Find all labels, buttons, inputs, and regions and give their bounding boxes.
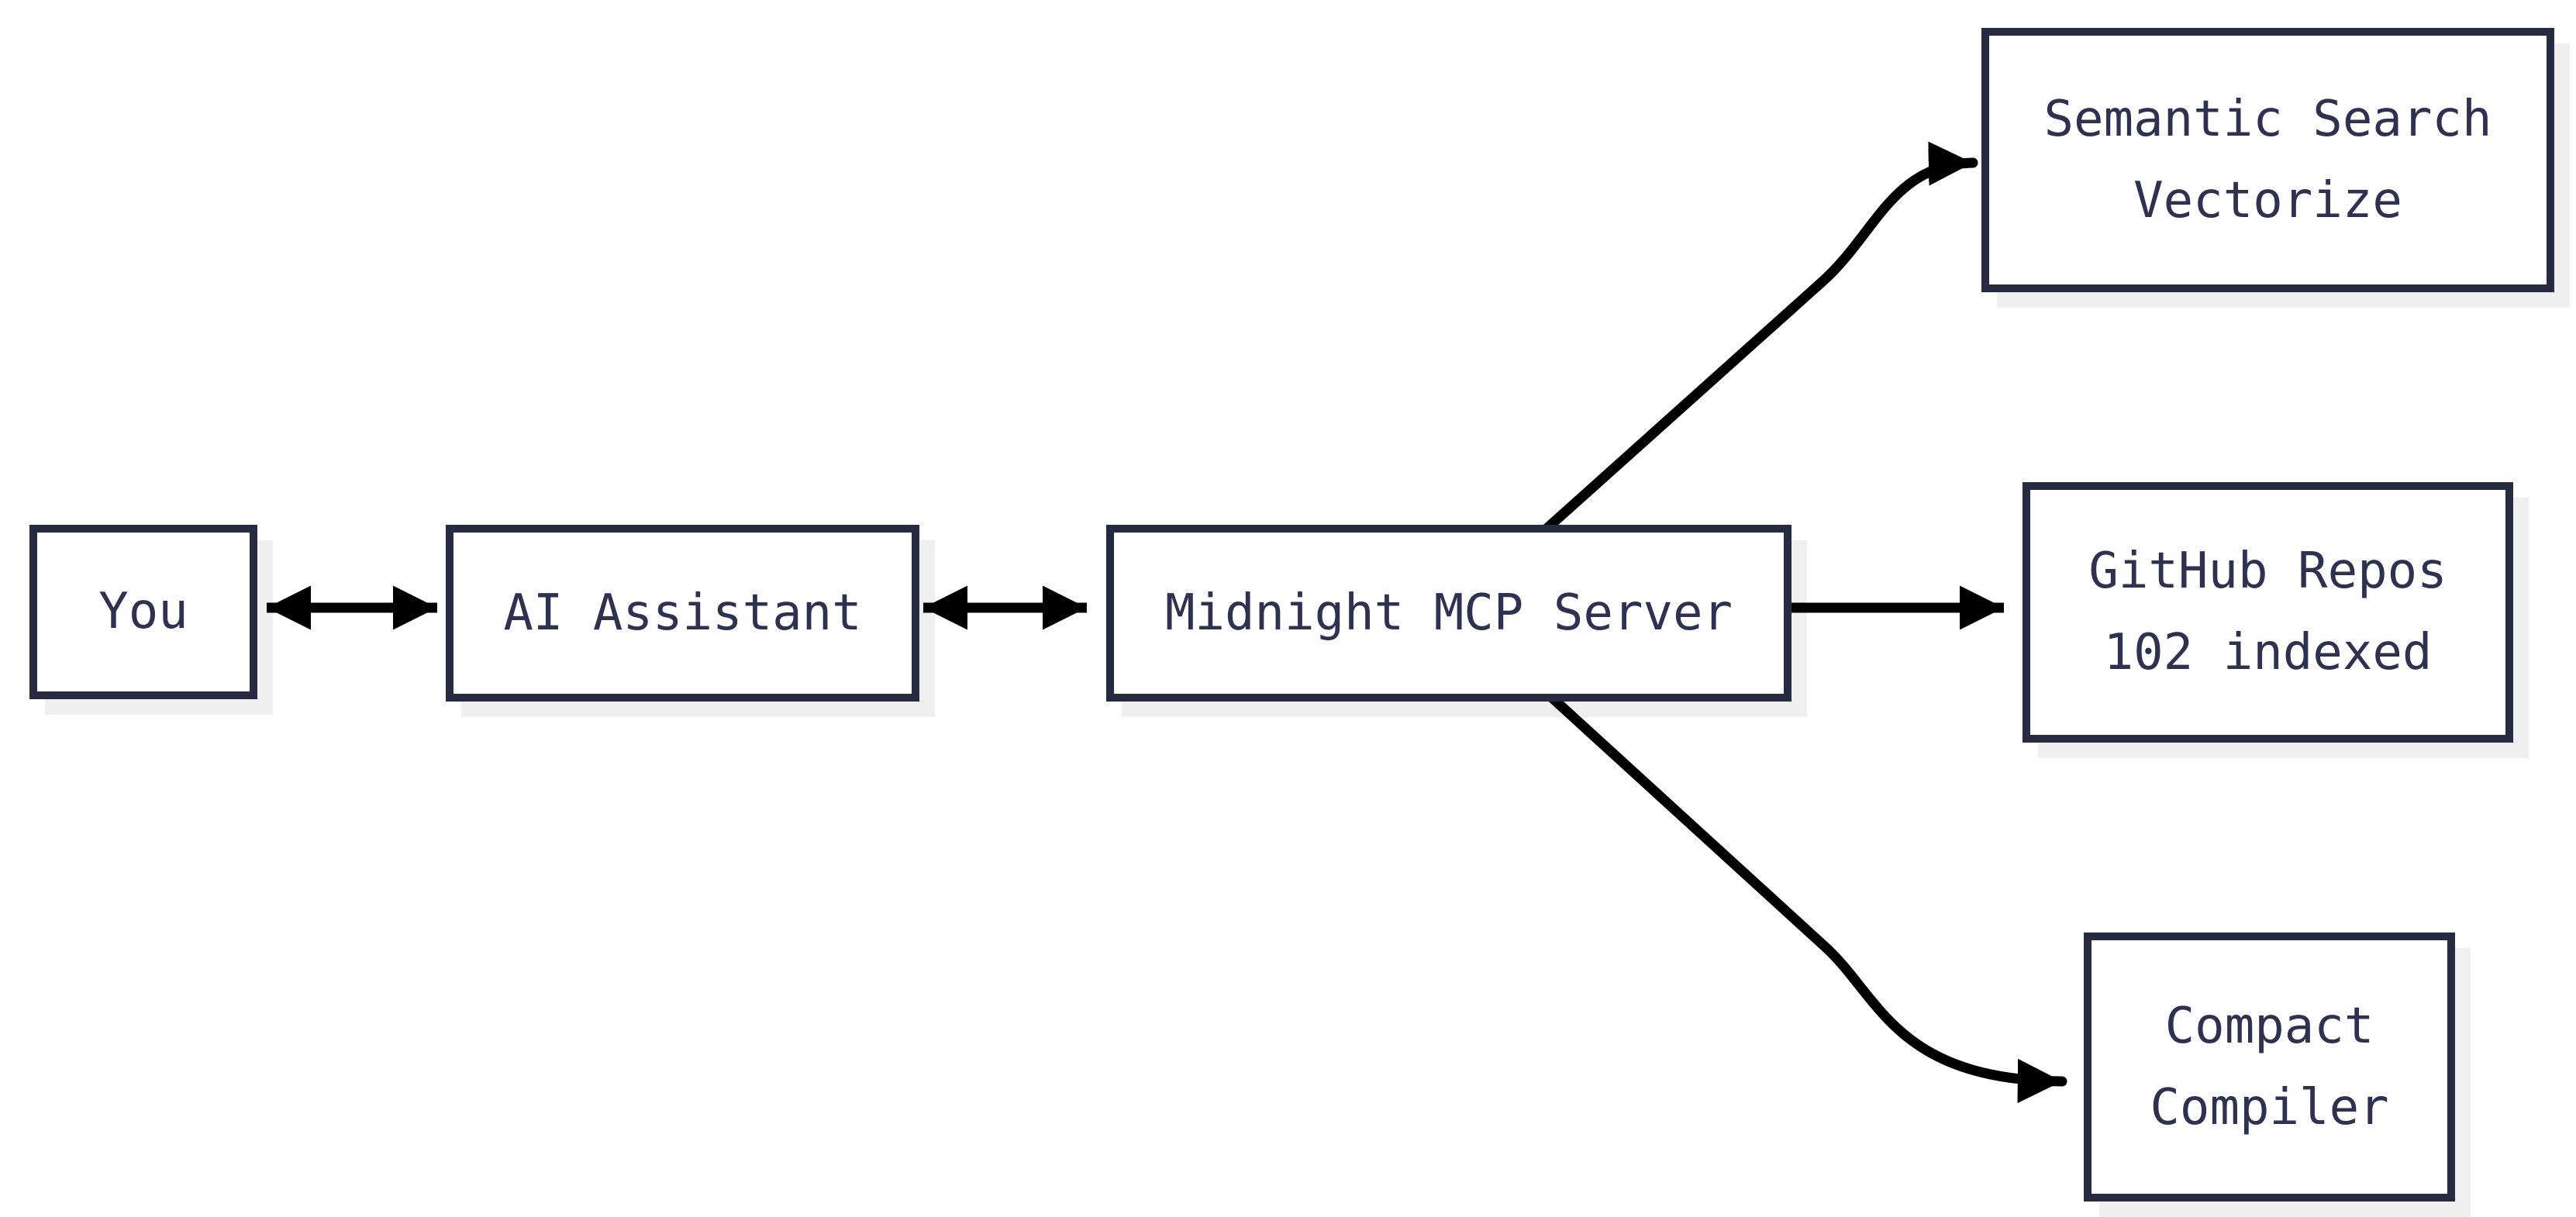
node-semantic-search-label-2: Vectorize <box>2133 171 2402 229</box>
node-mcp-server-label: Midnight MCP Server <box>1164 584 1733 642</box>
node-github-repos: GitHub Repos 102 indexed <box>2023 482 2513 743</box>
edge-mcp-compact-arrow <box>1529 677 2067 1104</box>
node-semantic-search-label: Semantic Search <box>2043 90 2492 148</box>
node-github-repos-label: GitHub Repos <box>2088 543 2447 601</box>
node-ai-assistant: AI Assistant <box>446 525 919 702</box>
node-compact-compiler-label-2: Compiler <box>2150 1078 2389 1136</box>
node-mcp-server: Midnight MCP Server <box>1106 525 1791 702</box>
node-compact-compiler: Compact Compiler <box>2084 933 2455 1201</box>
node-you: You <box>29 525 257 699</box>
node-ai-assistant-label: AI Assistant <box>503 584 862 642</box>
node-you-label: You <box>98 583 188 641</box>
node-compact-compiler-label: Compact <box>2164 997 2374 1055</box>
node-semantic-search: Semantic Search Vectorize <box>1981 28 2554 292</box>
edge-mcp-semantic-arrow <box>1526 141 1978 548</box>
node-github-repos-label-2: 102 indexed <box>2103 624 2433 681</box>
